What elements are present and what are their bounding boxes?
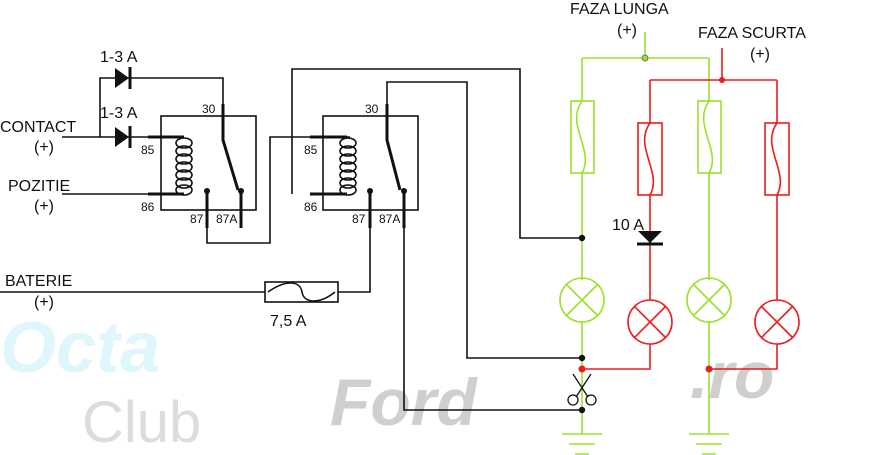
junction-dot: [578, 406, 586, 414]
diode-top-label: 1-3 A: [100, 49, 138, 66]
diode-10a-label: 10 A: [612, 217, 644, 234]
fuse-7-5a-icon: [264, 281, 339, 303]
watermark-octa: Octa: [0, 308, 160, 388]
coil-icon: [339, 137, 357, 196]
coil-icon: [175, 137, 193, 196]
relay2-pin-87: 87: [352, 212, 366, 226]
relay2-pin-85: 85: [304, 143, 318, 157]
diode-bottom-label: 1-3 A: [100, 105, 138, 122]
fuse-main-label: 7,5 A: [270, 313, 307, 330]
lamp-icon: [686, 277, 732, 323]
relay-1: 30 85 86 87 87A: [141, 102, 257, 228]
fuse-icon: [764, 122, 790, 196]
lamp-icon: [627, 299, 673, 345]
junction-dot: [578, 234, 586, 242]
pozitie-label: POZITIE: [8, 178, 70, 195]
faza-scurta-label: FAZA SCURTA: [698, 25, 806, 42]
watermark: Octa Club Ford .ro: [0, 308, 774, 455]
contact-sign: (+): [34, 139, 54, 156]
low-beam-circuit: [578, 48, 800, 373]
relay2-pin-87a: 87A: [379, 212, 400, 226]
relay1-pin-86: 86: [141, 200, 155, 214]
faza-scurta-sign: (+): [750, 46, 770, 63]
faza-lunga-label: FAZA LUNGA: [570, 1, 669, 18]
fuse-icon: [637, 122, 663, 196]
diode-10a-icon: [637, 231, 663, 246]
pozitie-sign: (+): [34, 198, 54, 215]
relay2-pin-30: 30: [365, 102, 379, 116]
relay1-pin-30: 30: [202, 102, 216, 116]
junction-dot: [578, 354, 586, 362]
diode-top-icon: [115, 67, 132, 89]
contact-label: CONTACT: [0, 119, 76, 136]
fuse-icon: [697, 100, 722, 174]
relay2-pin-86: 86: [304, 200, 318, 214]
watermark-club: Club: [82, 390, 201, 455]
lamp-icon: [559, 277, 605, 323]
ground-icon: [689, 433, 729, 455]
lamp-icon: [754, 299, 800, 345]
relay1-pin-87: 87: [190, 212, 204, 226]
relay1-pin-87a: 87A: [216, 212, 237, 226]
watermark-ro: .ro: [690, 338, 774, 412]
fuse-icon: [570, 100, 595, 174]
scissors-cut-icon: [567, 373, 597, 406]
faza-lunga-sign: (+): [617, 22, 637, 39]
relay-2: 30 85 86 87 87A: [304, 102, 419, 228]
relay1-pin-85: 85: [141, 143, 155, 157]
diode-bottom-icon: [115, 126, 132, 148]
ground-icon: [562, 433, 602, 455]
baterie-sign: (+): [34, 294, 54, 311]
baterie-label: BATERIE: [5, 273, 72, 290]
